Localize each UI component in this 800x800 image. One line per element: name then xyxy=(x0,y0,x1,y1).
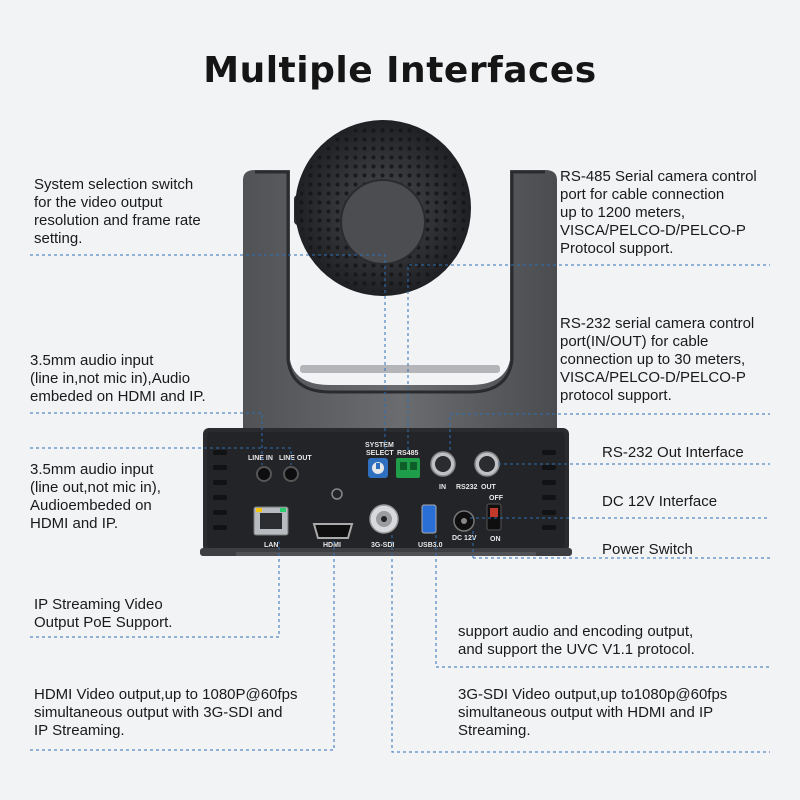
hdmi-port xyxy=(312,523,354,539)
label-system-select-1: SYSTEM xyxy=(365,442,394,449)
vent-left xyxy=(213,450,227,530)
line-out-jack xyxy=(283,466,299,482)
label-on: ON xyxy=(490,536,501,543)
line-in-jack xyxy=(256,466,272,482)
callout-ip-streaming: IP Streaming Video Output PoE Support. xyxy=(34,596,173,631)
callout-dc12v: DC 12V Interface xyxy=(602,493,718,510)
usb-port xyxy=(421,504,437,534)
callout-sdi: 3G-SDI Video output,up to1080p@60fps sim… xyxy=(458,686,728,739)
callout-rs232: RS-232 serial camera control port(IN/OUT… xyxy=(560,315,755,404)
label-rs232: RS232 xyxy=(456,484,478,491)
label-dc: DC 12V xyxy=(452,535,477,542)
label-hdmi: HDMI xyxy=(323,542,341,549)
callout-hdmi: HDMI Video output,up to 1080P@60fps simu… xyxy=(34,686,298,739)
label-line-out: LINE OUT xyxy=(279,455,312,462)
label-in: IN xyxy=(439,484,446,491)
camera-yoke xyxy=(243,170,557,430)
label-lan: LAN xyxy=(264,542,278,549)
label-out: OUT xyxy=(481,484,497,491)
callout-rs485: RS-485 Serial camera control port for ca… xyxy=(560,168,757,257)
callout-audio-in: 3.5mm audio input (line in,not mic in),A… xyxy=(30,352,206,405)
label-line-in: LINE IN xyxy=(248,455,273,462)
label-usb: USB3.0 xyxy=(418,542,443,549)
callout-rs232-out: RS-232 Out Interface xyxy=(602,444,744,461)
page-title: Multiple Interfaces xyxy=(203,50,597,91)
leader-lines xyxy=(30,254,770,753)
callout-audio-out: 3.5mm audio input (line out,not mic in),… xyxy=(30,461,161,532)
label-rs485: RS485 xyxy=(397,450,419,457)
vent-right xyxy=(542,450,556,530)
label-sdi: 3G-SDI xyxy=(371,542,394,549)
label-system-select-2: SELECT xyxy=(366,450,394,457)
callout-usb: support audio and encoding output, and s… xyxy=(458,623,695,658)
callout-system-switch: System selection switch for the video ou… xyxy=(34,176,201,247)
label-off: OFF xyxy=(489,495,504,502)
callout-power-switch: Power Switch xyxy=(602,541,693,558)
